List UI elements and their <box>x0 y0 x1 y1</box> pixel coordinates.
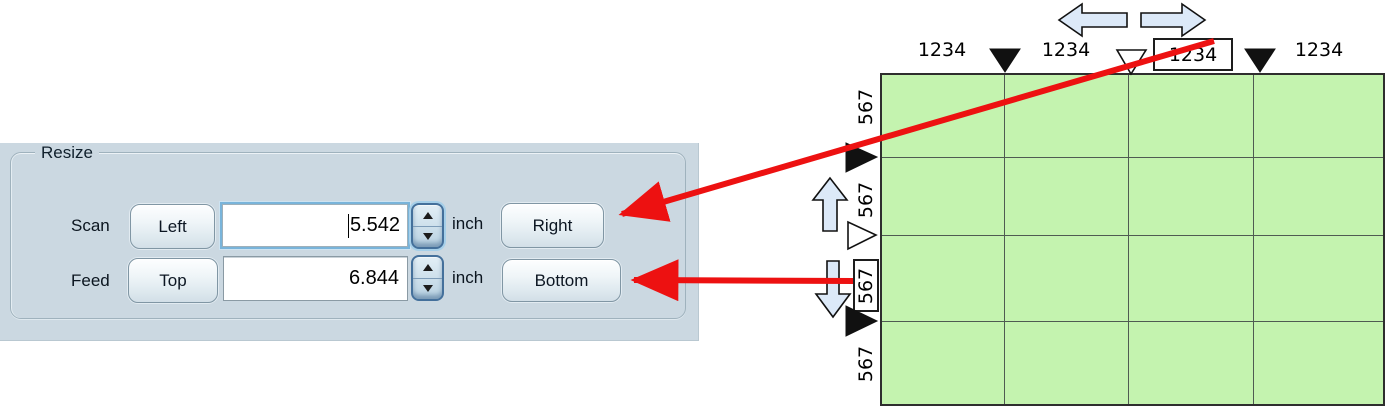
side-marker-filled-icon[interactable] <box>845 142 879 173</box>
feed-bottom-button[interactable]: Bottom <box>502 259 621 302</box>
top-marker-filled-icon[interactable] <box>989 48 1021 73</box>
feed-spin-up-button[interactable] <box>413 257 442 279</box>
move-up-icon <box>811 176 849 232</box>
top-marker-outline-icon[interactable] <box>1115 49 1148 76</box>
top-ruler-label-2: 1234 <box>1041 39 1091 61</box>
side-ruler-label-2: 567 <box>855 181 877 219</box>
top-ruler-label-4: 1234 <box>1294 39 1344 61</box>
feed-bottom-button-label: Bottom <box>534 270 589 290</box>
side-marker-outline-icon[interactable] <box>847 220 878 251</box>
spin-down-icon <box>422 233 433 241</box>
move-down-icon <box>814 260 852 319</box>
move-right-icon <box>1140 2 1207 38</box>
scan-size-input[interactable]: 5.542 <box>220 202 410 249</box>
scan-size-spinner <box>411 203 444 249</box>
side-ruler-label-3: 567 <box>855 267 878 304</box>
scan-spin-up-button[interactable] <box>413 205 442 227</box>
top-ruler-label-1: 1234 <box>917 39 967 61</box>
scan-right-button[interactable]: Right <box>501 203 604 248</box>
grid-row-divider <box>882 157 1383 158</box>
scan-right-button-label: Right <box>532 215 573 235</box>
scan-area-grid <box>880 73 1385 406</box>
scan-size-value: 5.542 <box>349 214 400 236</box>
side-ruler-label-1: 567 <box>855 88 877 126</box>
side-ruler-label-4: 567 <box>855 345 877 383</box>
spin-up-icon <box>422 263 433 271</box>
scan-unit-label: inch <box>452 214 484 233</box>
grid-row-divider <box>882 321 1383 322</box>
side-ruler-label-3-box[interactable]: 567 <box>853 259 879 312</box>
feed-row-label: Feed <box>71 271 110 290</box>
top-marker-filled-icon[interactable] <box>1244 48 1276 73</box>
spin-down-icon <box>422 285 433 293</box>
feed-top-button-label: Top <box>159 270 187 290</box>
feed-size-value: 6.844 <box>348 267 399 289</box>
top-ruler-label-3-box[interactable]: 1234 <box>1153 38 1233 71</box>
feed-spin-down-button[interactable] <box>413 279 442 300</box>
move-left-icon <box>1057 2 1128 38</box>
scan-row-label: Scan <box>71 216 110 235</box>
scan-spin-down-button[interactable] <box>413 227 442 248</box>
feed-size-input[interactable]: 6.844 <box>223 256 408 301</box>
text-cursor <box>347 213 349 238</box>
spin-up-icon <box>422 211 433 219</box>
groupbox-title: Resize <box>35 143 99 163</box>
feed-top-button[interactable]: Top <box>128 258 218 303</box>
resize-groupbox: Resize Scan Left 5.542 inch Right <box>10 143 686 319</box>
top-ruler-label-3: 1234 <box>1168 43 1218 66</box>
grid-column-divider <box>1128 75 1129 404</box>
feed-unit-label: inch <box>452 268 484 287</box>
scan-left-button-label: Left <box>158 216 187 236</box>
grid-column-divider <box>1004 75 1005 404</box>
grid-row-divider <box>882 235 1383 236</box>
scan-left-button[interactable]: Left <box>130 204 215 249</box>
feed-size-spinner <box>411 255 444 301</box>
grid-column-divider <box>1253 75 1254 404</box>
resize-panel: Resize Scan Left 5.542 inch Right <box>0 143 699 341</box>
